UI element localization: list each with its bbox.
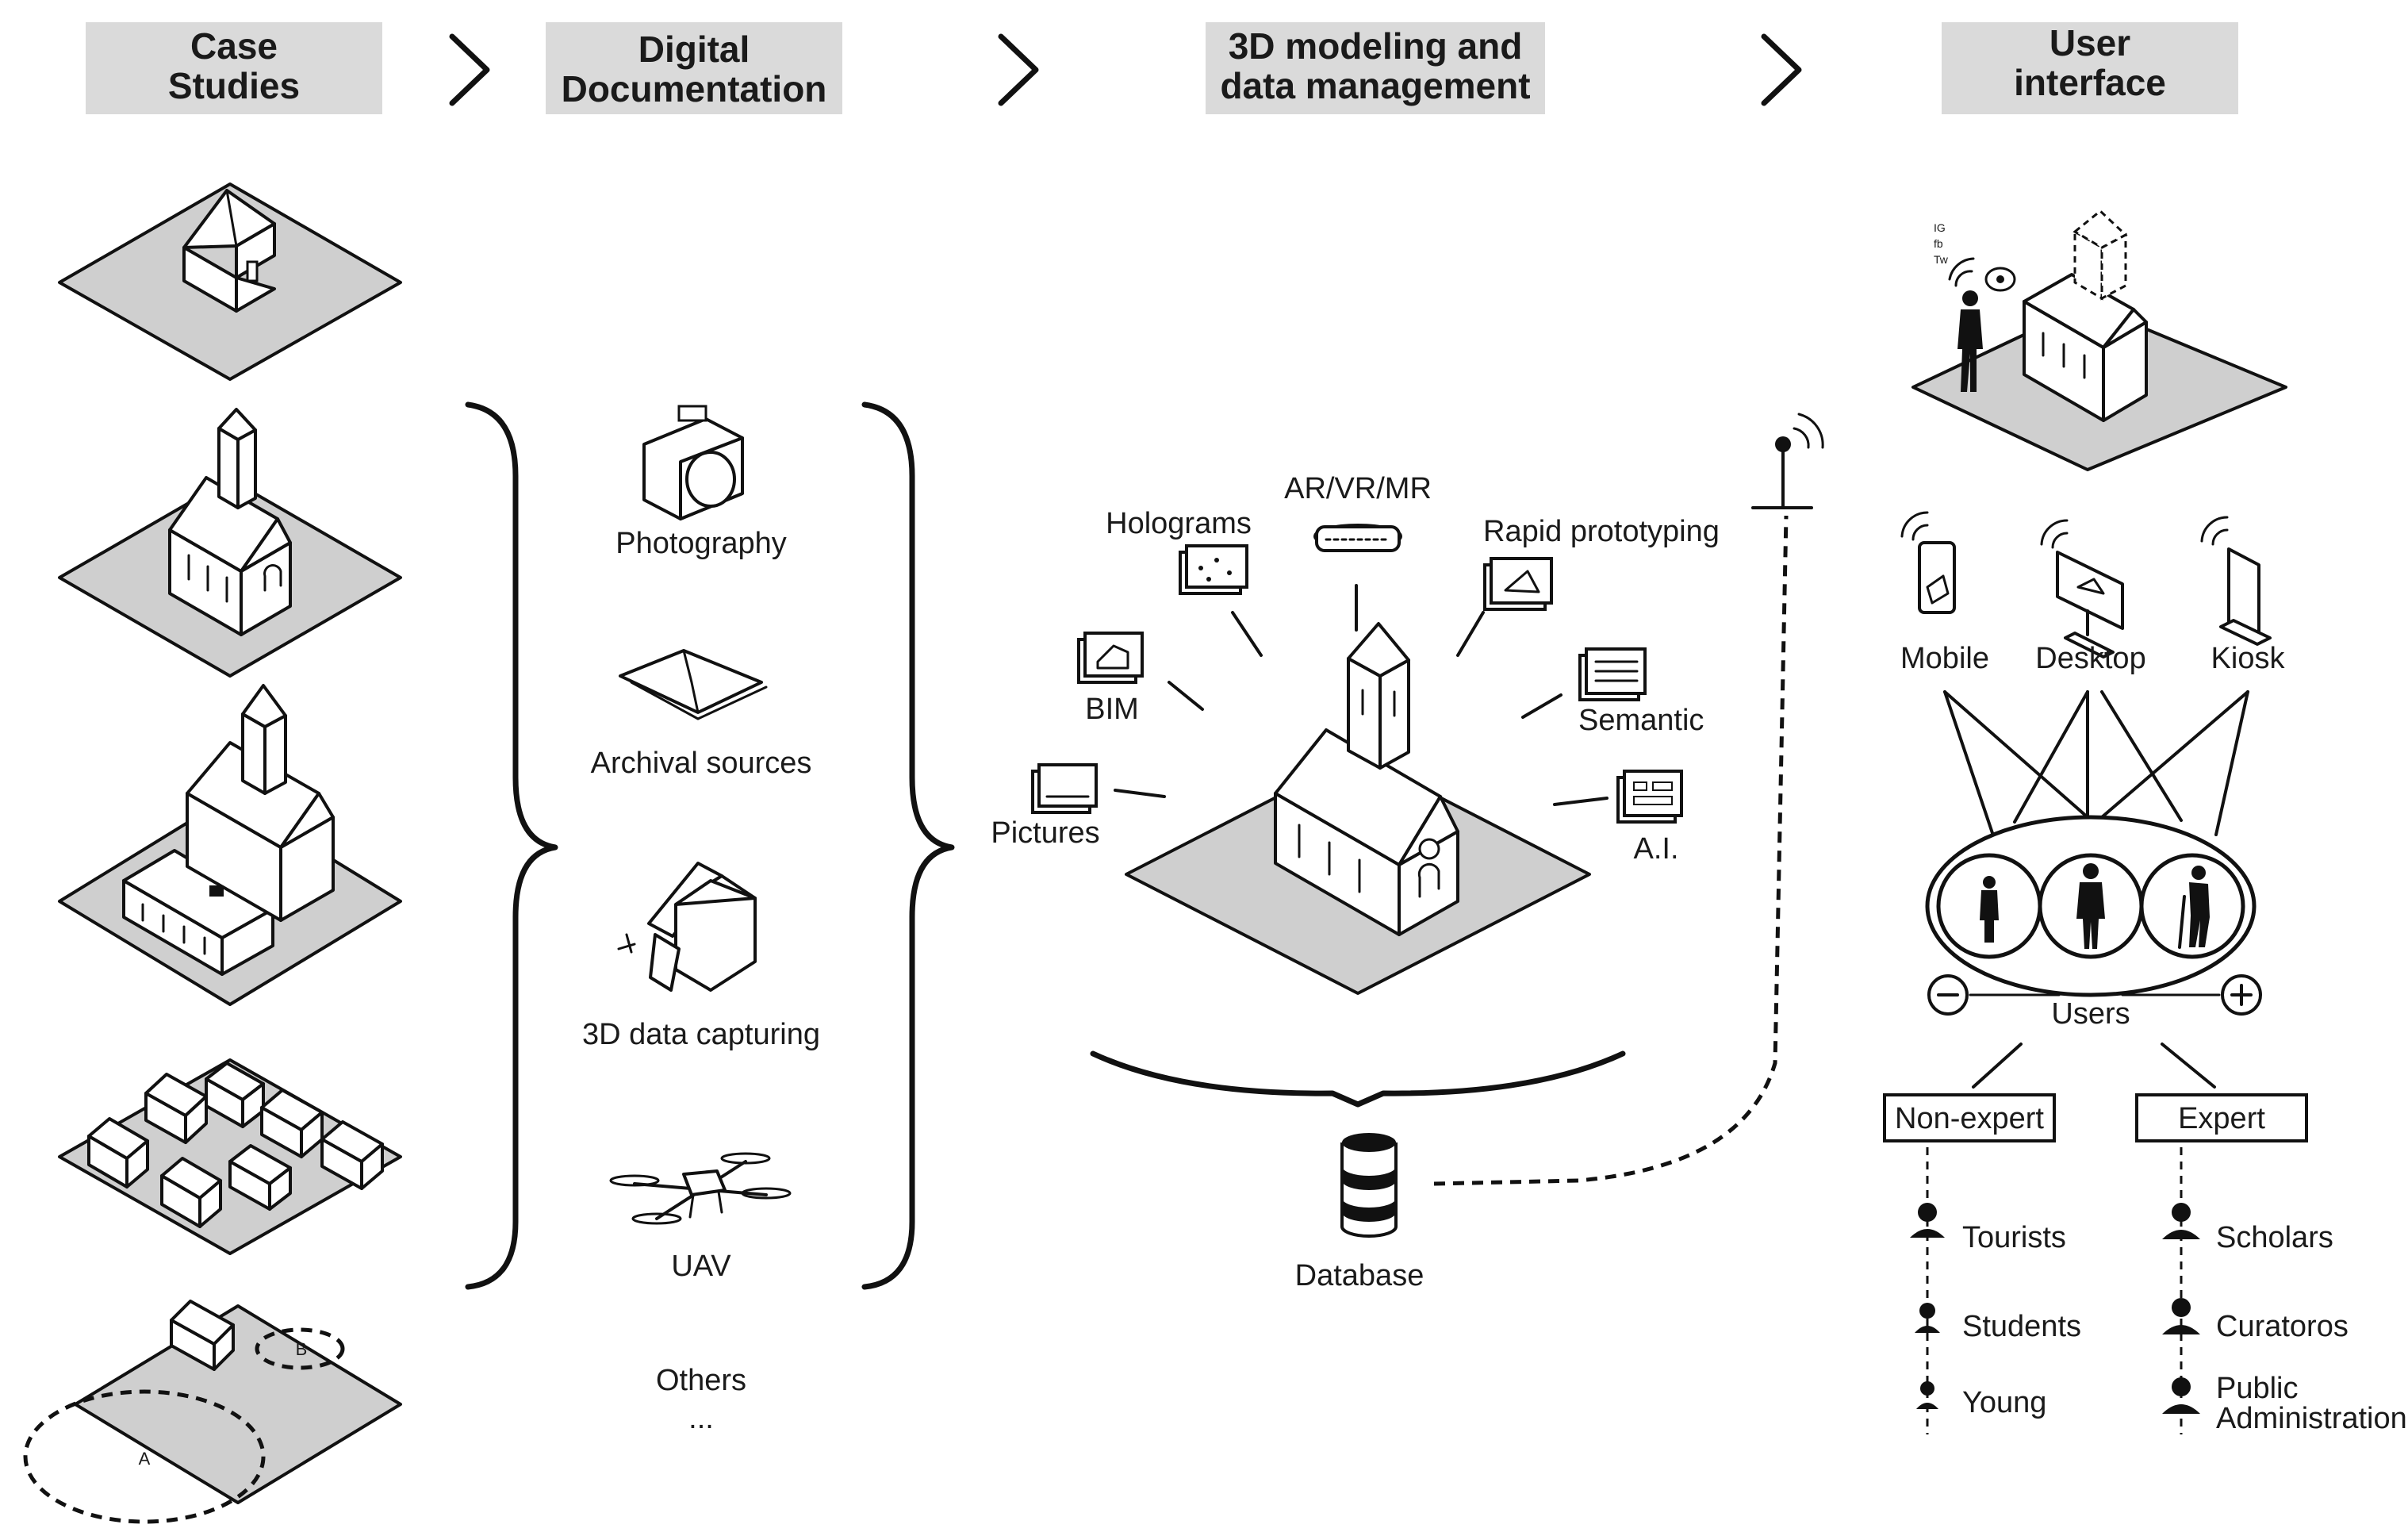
- bim-icon: [1077, 632, 1144, 684]
- label-holograms: Holograms: [1106, 507, 1252, 540]
- label-pictures: Pictures: [991, 816, 1099, 850]
- semantic-icon: [1578, 647, 1647, 701]
- case-monastery-complex: [58, 684, 402, 1006]
- label-curatoros: Curatoros: [2216, 1310, 2349, 1343]
- case-territorial-scale: A B: [23, 1300, 402, 1524]
- label-mobile: Mobile: [1900, 642, 1989, 675]
- non-expert-box: Non-expert: [1883, 1093, 2056, 1142]
- ui-scene: IG fb Tw: [1911, 209, 2287, 471]
- brace-left: [465, 401, 558, 1290]
- link-non-expert: [1972, 1043, 2023, 1089]
- connector-holograms: [1231, 611, 1263, 657]
- label-rapid-prototyping: Rapid prototyping: [1483, 515, 1720, 548]
- label-ar-vr-mr: AR/VR/MR: [1284, 472, 1432, 505]
- laser-scanner-icon: [617, 862, 757, 992]
- label-students: Students: [1962, 1310, 2081, 1343]
- connector-bim: [1168, 681, 1204, 711]
- header-digital-documentation: Digital Documentation: [546, 22, 842, 114]
- label-ai: A.I.: [1633, 832, 1678, 866]
- label-desktop: Desktop: [2035, 642, 2145, 675]
- connector-rapid: [1456, 611, 1485, 657]
- label-photography: Photography: [615, 527, 787, 560]
- link-expert: [2161, 1043, 2216, 1089]
- rapid-prototyping-icon: [1483, 557, 1553, 611]
- label-tourists: Tourists: [1962, 1221, 2066, 1254]
- database-to-antenna-link: [1433, 515, 1789, 1186]
- case-church-with-tower: [58, 408, 402, 678]
- header-digital-documentation-line1: Digital: [638, 29, 750, 70]
- label-public: Public: [2216, 1372, 2299, 1405]
- case-single-building: [58, 182, 402, 381]
- hologram-icon: [1179, 544, 1248, 595]
- header-3d-modeling-line2: data management: [1220, 65, 1530, 106]
- label-semantic: Semantic: [1578, 704, 1704, 737]
- header-digital-documentation-line2: Documentation: [562, 68, 827, 109]
- social-fb: fb: [1934, 237, 1943, 250]
- label-ellipsis: ...: [688, 1402, 714, 1435]
- ai-icon: [1616, 770, 1683, 824]
- header-user-interface-line1: User: [2049, 22, 2130, 63]
- header-case-studies-line2: Studies: [168, 65, 300, 106]
- label-kiosk: Kiosk: [2211, 642, 2286, 675]
- label-database: Database: [1295, 1259, 1424, 1292]
- central-church-model: [1274, 622, 1459, 936]
- label-archival-sources: Archival sources: [591, 747, 812, 780]
- student-person-icon: [1915, 1303, 1940, 1333]
- plot-label-b: B: [296, 1339, 308, 1359]
- open-book-icon: [619, 649, 768, 720]
- brace-bottom: [1090, 1050, 1626, 1108]
- users-group: [1925, 815, 2262, 1016]
- tourist-person-icon: [1910, 1203, 1945, 1238]
- expert-box: Expert: [2135, 1093, 2308, 1142]
- label-scholars: Scholars: [2216, 1221, 2333, 1254]
- camera-icon: [642, 405, 744, 520]
- label-uav: UAV: [671, 1250, 731, 1283]
- header-user-interface-line2: interface: [2014, 62, 2166, 103]
- kiosk-icon: [2200, 516, 2272, 646]
- header-case-studies: Case Studies: [86, 22, 382, 114]
- curator-person-icon: [2162, 1298, 2200, 1334]
- mobile-icon: [1900, 511, 1956, 614]
- scholar-person-icon: [2162, 1203, 2200, 1239]
- public-admin-person-icon: [2162, 1377, 2200, 1414]
- label-bim: BIM: [1085, 693, 1139, 726]
- social-tw: Tw: [1934, 253, 1949, 266]
- chevron-right-icon: [998, 33, 1039, 106]
- drone-icon: [609, 1152, 792, 1225]
- label-users: Users: [2051, 997, 2130, 1031]
- connector-ai: [1553, 797, 1609, 806]
- header-3d-modeling: 3D modeling and data management: [1206, 22, 1545, 114]
- label-young: Young: [1962, 1386, 2046, 1419]
- case-urban-area: [58, 1058, 402, 1255]
- young-person-icon: [1916, 1381, 1938, 1409]
- connector-semantic: [1521, 693, 1563, 719]
- brace-middle: [861, 401, 955, 1290]
- vr-headset-icon: [1313, 524, 1402, 552]
- social-ig: IG: [1934, 221, 1946, 234]
- label-3d-data-capturing: 3D data capturing: [582, 1018, 820, 1051]
- plot-label-a: A: [139, 1449, 151, 1469]
- chevron-right-icon: [1761, 33, 1802, 106]
- label-non-expert: Non-expert: [1895, 1102, 2044, 1135]
- chevron-right-icon: [449, 33, 490, 106]
- label-others: Others: [656, 1364, 746, 1397]
- label-expert: Expert: [2178, 1102, 2265, 1135]
- label-administration: Administration: [2216, 1402, 2407, 1435]
- header-3d-modeling-line1: 3D modeling and: [1229, 25, 1523, 67]
- connector-pictures: [1114, 789, 1166, 798]
- device-user-links: [1943, 690, 2249, 836]
- pictures-icon: [1031, 763, 1098, 814]
- antenna-icon: [1751, 413, 1824, 509]
- desktop-icon: [2040, 519, 2124, 659]
- header-case-studies-line1: Case: [190, 25, 278, 67]
- database-icon: [1340, 1133, 1398, 1238]
- header-user-interface: User interface: [1942, 22, 2238, 114]
